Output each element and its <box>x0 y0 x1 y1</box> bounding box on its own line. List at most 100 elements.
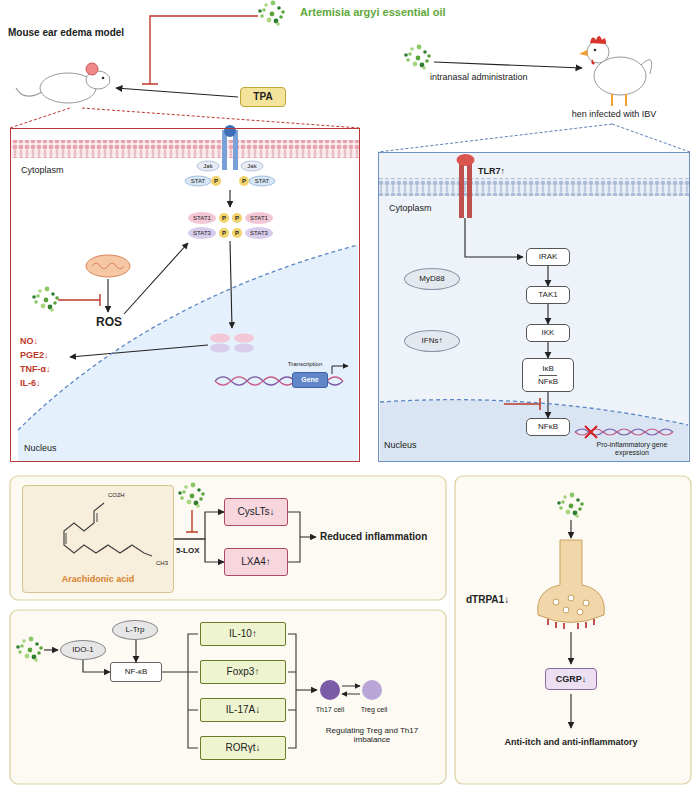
marker-box: RORγt↓ <box>200 736 286 760</box>
oil-droplet <box>184 485 188 489</box>
node-text: NFκB <box>535 422 561 431</box>
marker-box: IL-17A↓ <box>200 698 286 722</box>
node-text: Cytoplasm <box>21 165 64 175</box>
peptide-box: CGRP↓ <box>545 668 597 690</box>
node-text: MyD88 <box>416 274 447 283</box>
label-text: STAT1 <box>250 215 268 222</box>
oil-droplet <box>35 642 39 646</box>
node-text: NF-κB <box>122 667 151 676</box>
node-text: NFκB <box>535 377 561 386</box>
oil-droplet <box>262 8 266 12</box>
oil-droplet <box>410 47 414 51</box>
metabolite-ellipse: L-Trp <box>112 620 158 640</box>
oil-droplet <box>260 14 264 18</box>
label-text: 5-LOX <box>176 546 200 555</box>
node-text: Nucleus <box>24 443 57 453</box>
stimulus-box: TPA <box>240 87 286 107</box>
oil-droplet <box>45 287 50 292</box>
label-text: Th17 cell <box>316 706 344 714</box>
hen <box>579 36 652 106</box>
oil-droplet <box>22 639 26 643</box>
oil-droplet <box>180 496 184 500</box>
oil-droplet <box>277 6 281 10</box>
label-text: P <box>222 215 226 222</box>
oil-droplet <box>559 506 563 510</box>
oil-droplet <box>187 500 192 505</box>
mouse <box>16 63 110 103</box>
label-text: P <box>214 178 218 185</box>
label-text: PGE2↓ <box>20 350 49 360</box>
marker-box: Foxp3↑ <box>200 660 286 684</box>
oil-droplet <box>416 56 421 61</box>
oil-droplet <box>570 493 575 498</box>
pathway-arrow <box>547 266 548 286</box>
oil-droplet <box>50 308 54 312</box>
node-text: Arachidonic acid <box>23 574 173 584</box>
oil-droplet <box>201 492 205 496</box>
molecule-box: Arachidonic acid <box>22 485 174 593</box>
oil-droplet <box>569 504 574 509</box>
oil-droplet <box>53 301 57 305</box>
pathway-arrow <box>547 392 548 418</box>
oil-droplet <box>182 490 186 494</box>
oil-droplet <box>51 292 55 296</box>
label-text: Pro-inflammatory gene expression <box>587 441 677 457</box>
oil-droplet <box>34 658 38 662</box>
label-text: STAT1 <box>193 215 211 222</box>
process-box: TAK1 <box>526 286 570 304</box>
label-text: CH3 <box>156 560 168 567</box>
cell-panel: CytoplasmNucleus Gene <box>10 128 360 462</box>
label-text: STAT3 <box>193 230 211 237</box>
node-text: Foxp3↑ <box>224 666 263 678</box>
pathway-arrow <box>83 660 110 672</box>
oil-droplet <box>276 22 280 26</box>
label-text: Mouse ear edema model <box>8 27 124 39</box>
label-text: CO2H <box>108 492 125 499</box>
oil-droplet <box>25 654 30 659</box>
nucleus-region: Nucleus Gene <box>18 240 358 462</box>
label-text: Transcription <box>288 361 322 368</box>
node-text: IL-10↑ <box>226 628 260 640</box>
node-text: LXA4↑ <box>238 556 273 568</box>
node-text: IL-17A↓ <box>223 704 263 716</box>
oil-droplet <box>197 488 201 492</box>
node-text: IFNs↑ <box>419 336 446 345</box>
oil-droplet <box>557 501 561 505</box>
node-text: Nucleus <box>384 440 417 450</box>
node-text: IKK <box>539 328 558 337</box>
label-text: ROS <box>96 316 122 330</box>
oil-droplet <box>561 500 565 504</box>
oil-droplet <box>29 637 34 642</box>
oil-droplet <box>39 646 43 650</box>
pathway-arrow <box>135 640 136 662</box>
oil-droplet <box>34 300 38 304</box>
protein-ellipse: MyD88 <box>404 268 460 290</box>
oil-droplet <box>20 644 24 648</box>
label-text: STAT <box>255 178 269 185</box>
oil-droplet <box>190 494 195 499</box>
complex-box: IκBNFκB <box>522 358 574 392</box>
oil-droplet <box>413 62 418 67</box>
node-text: L-Trp <box>123 625 148 634</box>
label-text: Jak <box>247 163 256 170</box>
label-text: P <box>242 178 246 185</box>
nuclear-envelope <box>18 245 358 430</box>
oil-droplet <box>44 298 49 303</box>
gene-box: Gene <box>292 372 328 388</box>
oil-droplet <box>196 504 200 508</box>
label-text: NO↓ <box>20 336 38 346</box>
mediator-box: CysLTs↓ <box>224 498 288 526</box>
nucleus-outline <box>18 240 358 462</box>
pathway-arrow <box>547 304 548 324</box>
factor-box: NF-κB <box>110 662 162 682</box>
process-box: IKK <box>526 324 570 342</box>
oil-droplet <box>41 304 46 309</box>
oil-droplet <box>576 498 580 502</box>
node-text: CGRP↓ <box>553 674 590 684</box>
pathway-arrow <box>174 539 224 562</box>
label-text: Jak <box>203 163 212 170</box>
oil-droplet <box>55 296 59 300</box>
label-text: Anti-itch and anti-inflammatory <box>504 737 637 747</box>
protein-ellipse: IFNs↑ <box>404 330 460 352</box>
